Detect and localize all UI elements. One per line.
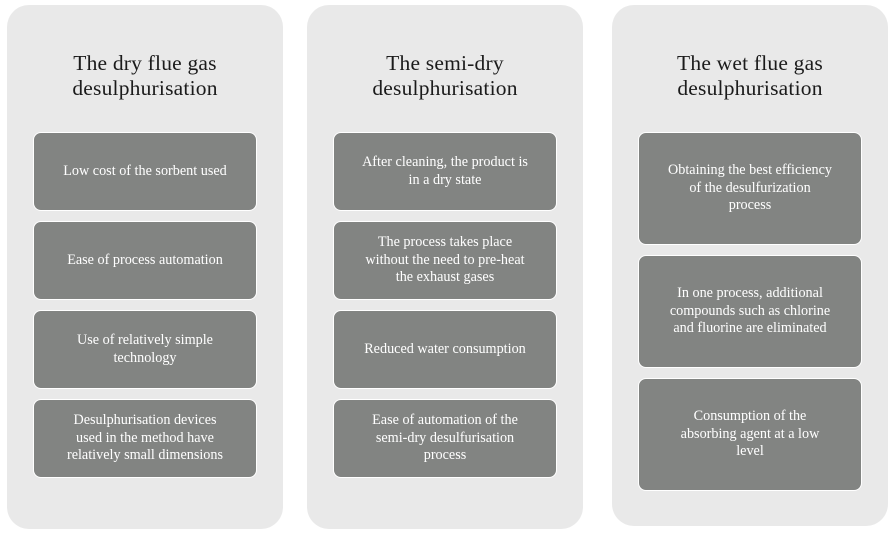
list-item: Reduced water consumption <box>333 310 557 389</box>
list-item-label: The process takes place without the need… <box>365 234 525 286</box>
column-semi-dry-desulphurisation: The semi-dry desulphurisation After clea… <box>307 5 583 529</box>
list-item-label: Low cost of the sorbent used <box>63 162 227 179</box>
list-item-label: Reduced water consumption <box>364 340 526 357</box>
list-item-label: Obtaining the best efficiency of the des… <box>667 162 833 214</box>
item-list-dry: Low cost of the sorbent used Ease of pro… <box>33 101 257 488</box>
item-list-wet: Obtaining the best efficiency of the des… <box>638 101 862 501</box>
column-header-semi-dry: The semi-dry desulphurisation <box>372 51 518 100</box>
column-header-dry: The dry flue gas desulphurisation <box>72 51 218 100</box>
list-item: Ease of automation of the semi-dry desul… <box>333 399 557 478</box>
list-item-label: Consumption of the absorbing agent at a … <box>680 408 820 460</box>
list-item: The process takes place without the need… <box>333 221 557 300</box>
list-item: Ease of process automation <box>33 221 257 300</box>
list-item: In one process, additional compounds suc… <box>638 255 862 368</box>
list-item-label: Desulphurisation devices used in the met… <box>66 412 224 464</box>
list-item-label: Ease of automation of the semi-dry desul… <box>372 412 518 464</box>
list-item-label: Ease of process automation <box>67 251 223 268</box>
list-item-label: In one process, additional compounds suc… <box>669 285 831 337</box>
list-item: After cleaning, the product is in a dry … <box>333 132 557 211</box>
list-item: Obtaining the best efficiency of the des… <box>638 132 862 245</box>
list-item-label: After cleaning, the product is in a dry … <box>362 154 528 188</box>
column-wet-flue-gas-desulphurisation: The wet flue gas desulphurisation Obtain… <box>612 5 888 526</box>
list-item: Consumption of the absorbing agent at a … <box>638 378 862 491</box>
item-list-semi-dry: After cleaning, the product is in a dry … <box>333 101 557 488</box>
list-item-label: Use of relatively simple technology <box>77 332 213 366</box>
column-dry-flue-gas-desulphurisation: The dry flue gas desulphurisation Low co… <box>7 5 283 529</box>
column-header-wet: The wet flue gas desulphurisation <box>677 51 823 100</box>
list-item: Use of relatively simple technology <box>33 310 257 389</box>
list-item: Low cost of the sorbent used <box>33 132 257 211</box>
list-item: Desulphurisation devices used in the met… <box>33 399 257 478</box>
